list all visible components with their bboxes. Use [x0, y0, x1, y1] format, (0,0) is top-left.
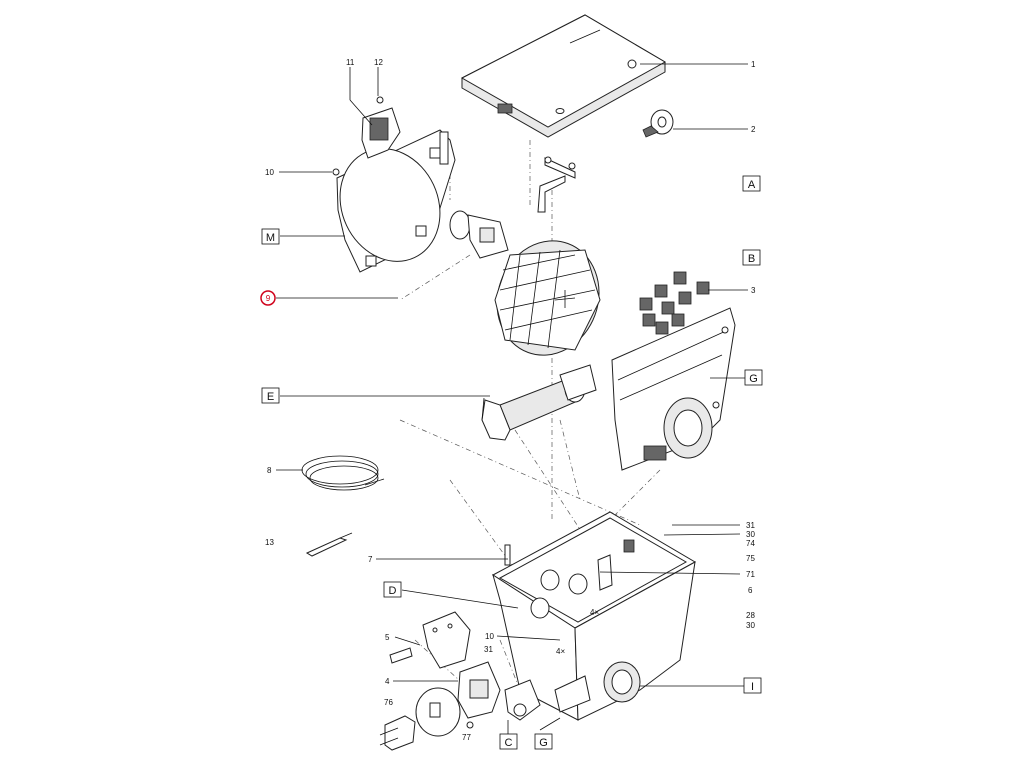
filter-drum-part — [494, 240, 601, 356]
highlight-ring — [260, 290, 276, 306]
letter-I: I — [751, 681, 754, 693]
letter-G-upper: G — [749, 373, 758, 385]
callout-11: 11 — [346, 58, 355, 67]
callout-9: 9 — [266, 294, 271, 303]
callout-30-upper: 30 — [746, 530, 755, 539]
callout-6: 6 — [748, 586, 753, 595]
callout-75: 75 — [746, 554, 755, 563]
hinge-pins-part — [537, 156, 576, 213]
callout-71: 71 — [746, 570, 755, 579]
callout-74: 74 — [746, 539, 755, 548]
uv-clarifier-part — [481, 364, 597, 441]
callout-31-upper: 31 — [746, 521, 755, 530]
letter-B: B — [748, 253, 755, 265]
callout-13: 13 — [265, 538, 274, 547]
callout-5: 5 — [385, 633, 390, 642]
callout-8: 8 — [267, 466, 272, 475]
letter-boxes — [261, 175, 763, 750]
callout-10-frame: 10 — [265, 168, 274, 177]
callout-30-lower: 30 — [746, 621, 755, 630]
callout-1: 1 — [751, 60, 756, 69]
pump-bracket-parts — [379, 611, 541, 751]
callout-2: 2 — [751, 125, 756, 134]
leader-lines — [276, 63, 748, 735]
callout-12: 12 — [374, 58, 383, 67]
callout-7: 7 — [368, 555, 373, 564]
letter-E: E — [267, 391, 274, 403]
letter-D: D — [389, 585, 397, 597]
uv-holder-plate-part — [611, 307, 736, 471]
callout-4x-lower: 4× — [556, 647, 565, 656]
letter-G-lower: G — [539, 737, 548, 749]
callout-76: 76 — [384, 698, 393, 707]
tape-roll-part — [642, 109, 674, 138]
frame-plate-part — [332, 96, 456, 273]
foam-cubes-part — [639, 271, 710, 335]
lid-part — [460, 14, 667, 138]
letter-M: M — [266, 232, 275, 244]
letter-C: C — [505, 737, 513, 749]
callout-3: 3 — [751, 286, 756, 295]
callout-4: 4 — [385, 677, 390, 686]
callout-77: 77 — [462, 733, 471, 742]
callout-4x-upper: 4× — [590, 608, 599, 617]
intake-adapter-part — [449, 210, 509, 259]
letter-labels: A B M E G D I C G — [266, 179, 758, 749]
filter-housing-part — [492, 511, 697, 721]
hose-coil-part — [301, 455, 385, 491]
letter-A: A — [748, 179, 756, 191]
callout-31-lower: 31 — [484, 645, 493, 654]
callout-28: 28 — [746, 611, 755, 620]
number-callouts: 1 2 3 4 5 6 7 8 9 10 10 11 12 13 28 30 3… — [265, 58, 756, 742]
stake-part — [305, 532, 353, 557]
callout-10-housing: 10 — [485, 632, 494, 641]
